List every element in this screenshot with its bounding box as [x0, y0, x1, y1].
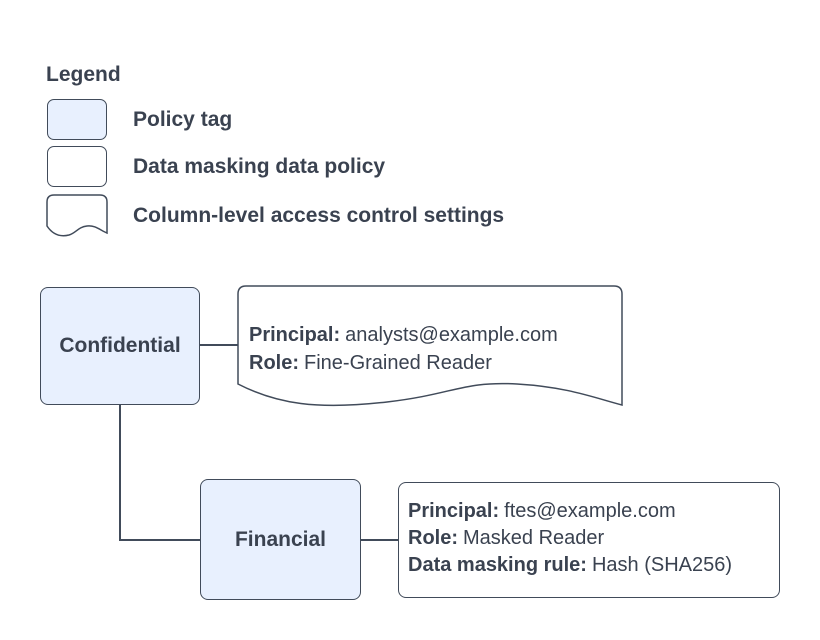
node-label: Confidential: [59, 334, 181, 357]
legend-item-data-masking-policy: Data masking data policy: [133, 154, 386, 178]
connector-confidential-to-settings: [199, 344, 238, 346]
legend-item-column-access: Column-level access control settings: [133, 203, 505, 227]
policy-tag-node-financial: Financial: [200, 479, 361, 600]
data-masking-policy-swatch: [47, 146, 107, 187]
column-access-swatch: [46, 194, 108, 237]
data-masking-policy-box: [398, 482, 780, 598]
connector-confidential-down: [119, 405, 121, 540]
field-value: Hash (SHA256): [591, 554, 733, 576]
field-value: Masked Reader: [463, 527, 605, 549]
connector-elbow-to-financial: [119, 539, 201, 541]
field-line: Principal:analysts@example.com: [249, 321, 558, 349]
field-name: Principal:: [408, 500, 500, 522]
field-line: Data masking rule:Hash (SHA256): [408, 552, 732, 579]
policy-tag-node-confidential: Confidential: [40, 287, 200, 405]
column-access-settings-text: Principal:analysts@example.com Role:Fine…: [249, 321, 558, 377]
data-masking-policy-text: Principal:ftes@example.com Role:Masked R…: [408, 498, 732, 579]
field-name: Principal:: [249, 324, 341, 346]
field-value: analysts@example.com: [345, 324, 558, 346]
legend-item-policy-tag: Policy tag: [133, 107, 233, 131]
field-value: ftes@example.com: [504, 500, 676, 522]
node-label: Financial: [234, 527, 327, 551]
field-line: Role:Fine-Grained Reader: [249, 349, 558, 377]
field-name: Role:: [408, 527, 458, 549]
field-name: Role:: [249, 352, 299, 374]
policy-tag-swatch: [47, 99, 107, 140]
column-access-settings-shape: [237, 285, 623, 407]
connector-financial-to-policy: [360, 539, 399, 541]
legend-title: Legend: [46, 63, 121, 86]
field-name: Data masking rule:: [408, 554, 587, 576]
field-line: Principal:ftes@example.com: [408, 498, 732, 525]
field-value: Fine-Grained Reader: [304, 352, 492, 374]
field-line: Role:Masked Reader: [408, 525, 732, 552]
